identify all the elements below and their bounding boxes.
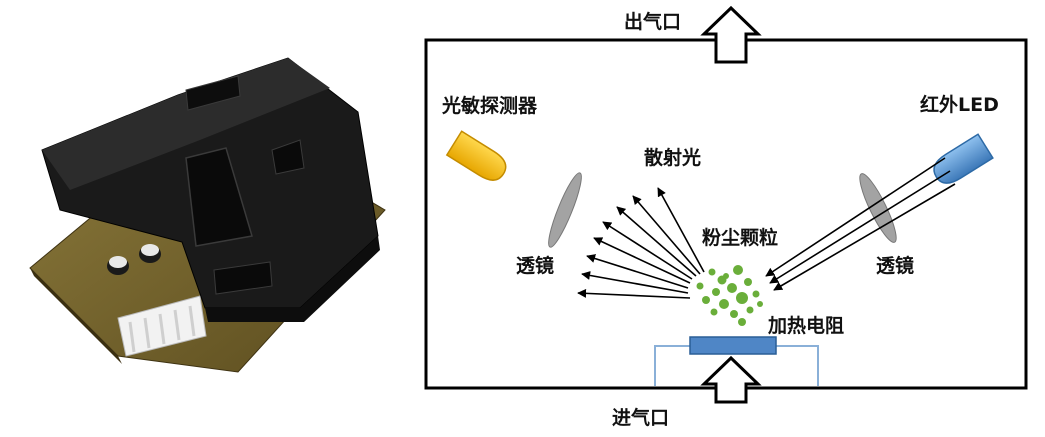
heater-resistor-icon (689, 336, 777, 355)
lens-right-label: 透镜 (876, 254, 914, 277)
lens-left-icon (548, 172, 582, 248)
inlet-arrow (700, 355, 762, 404)
outlet-arrow (700, 5, 762, 64)
lens-left-label: 透镜 (516, 254, 554, 277)
incident-light-beams (765, 157, 956, 291)
scattered-light-label: 散射光 (644, 146, 701, 169)
photodetector-label: 光敏探测器 (441, 94, 538, 117)
optical-window (185, 147, 253, 247)
outlet-label: 出气口 (624, 10, 681, 33)
dust-particles-label: 粉尘颗粒 (702, 226, 778, 249)
ir-led-label: 红外LED (920, 93, 999, 116)
inlet-label: 进气口 (612, 406, 669, 429)
sensor-product-photo (29, 57, 386, 373)
lens-right-icon (859, 173, 897, 243)
heater-wire (776, 345, 819, 386)
heater-label: 加热电阻 (767, 314, 844, 337)
photodetector-icon (445, 130, 507, 181)
heater-wire (654, 345, 690, 386)
scattered-light-arrows (577, 187, 705, 299)
dust-particles (696, 265, 763, 326)
sensor-chamber-frame (424, 38, 1028, 390)
